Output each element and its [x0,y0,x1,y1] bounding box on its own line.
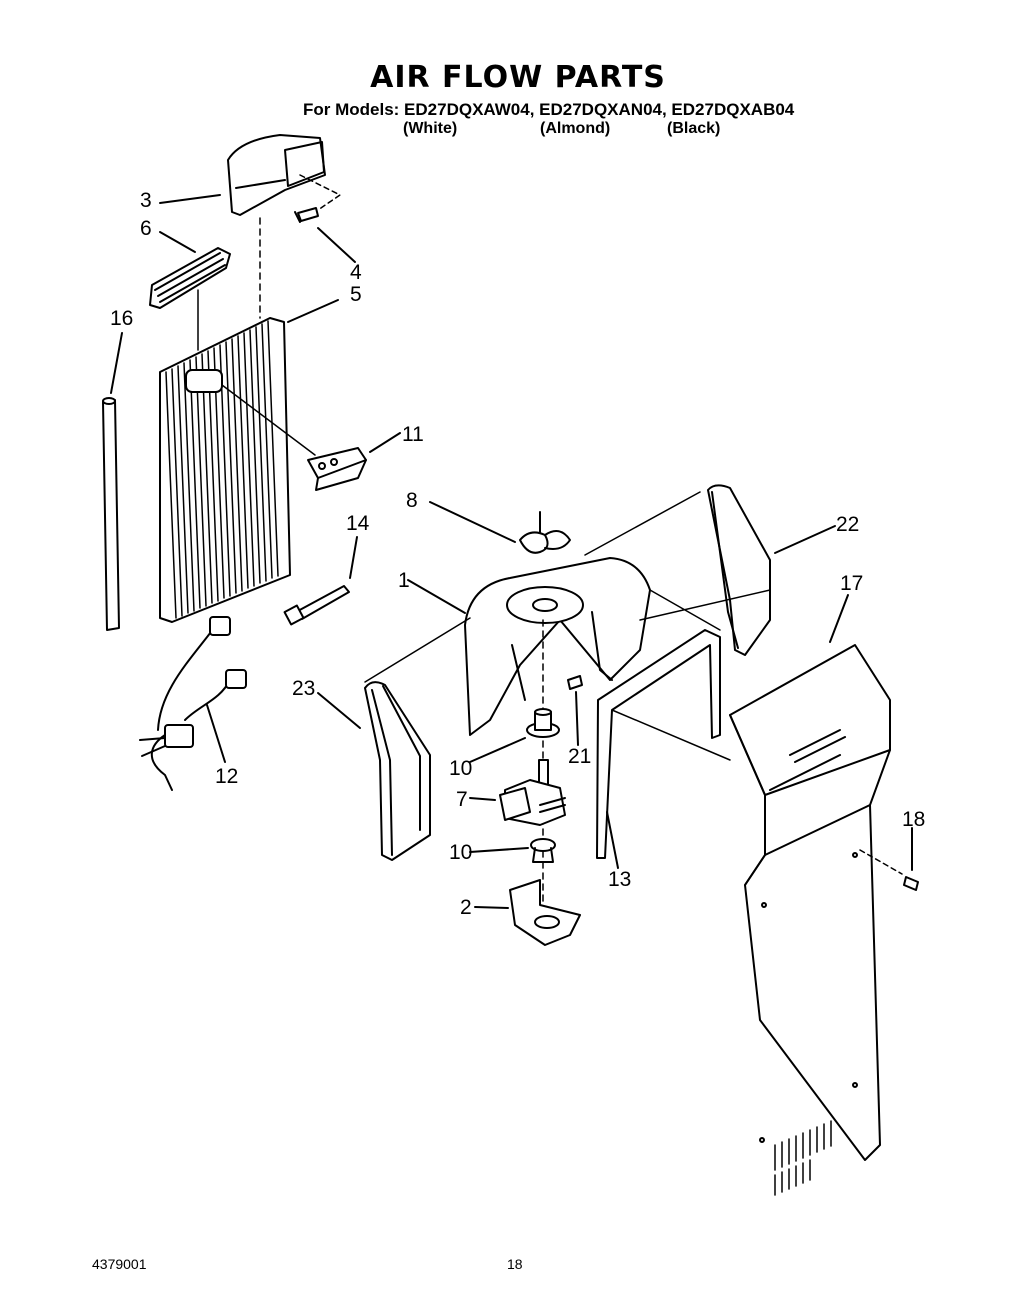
part-8-fan-blade [519,511,571,554]
models-line: For Models: ED27DQXAW04, ED27DQXAN04, ED… [303,100,795,119]
part-10-grommet-upper [526,708,560,738]
callout-10-lower: 10 [449,841,473,864]
leader-7 [469,797,496,801]
part-21-screw [567,675,583,690]
part-18-screw [903,876,919,891]
page-title: AIR FLOW PARTS [370,60,666,95]
callout-1: 1 [398,569,410,592]
part-12-harness [139,616,247,791]
callout-5: 5 [350,283,362,306]
part-4-screw [294,207,319,223]
leader-13 [606,811,619,869]
part-13-u-seal [596,629,721,859]
callout-11: 11 [402,423,424,446]
leader-10-upper [469,737,526,763]
part-10-grommet-lower [530,838,556,863]
doc-number: 4379001 [92,1256,147,1272]
leader-23 [317,692,361,729]
part-23-left-baffle [364,681,431,861]
part-17-rear-panel [729,644,891,1196]
callout-12: 12 [215,765,239,788]
callout-21: 21 [568,745,592,768]
callout-2: 2 [460,896,472,919]
leader-21 [575,691,579,746]
leader-10-lower [469,847,529,853]
leader-11-dash [221,384,316,456]
callout-17: 17 [840,572,864,595]
leader-17 [829,594,849,643]
callout-16: 16 [110,307,134,330]
leader-14 [349,536,358,579]
leader-1-dash [584,491,701,556]
leader-6 [159,231,196,253]
callout-3: 3 [140,189,152,212]
callout-8: 8 [406,489,418,512]
leader-4 [317,227,356,263]
callout-13: 13 [608,868,632,891]
leader-11 [369,432,401,453]
leader-1 [407,579,466,614]
leader-5 [287,299,339,323]
part-7-fan-motor [499,759,566,826]
leader-22 [774,525,836,554]
color-white: (White) [403,120,458,137]
callout-6: 6 [140,217,152,240]
callout-7: 7 [456,788,468,811]
part-2-bracket [509,879,581,946]
callout-4: 4 [350,261,362,284]
color-black: (Black) [667,120,721,137]
part-6-grille [149,247,231,309]
connect-dash-2 [639,589,771,621]
part-11-clip [307,447,367,491]
part-1-fan-shroud [464,557,651,736]
callout-23: 23 [292,677,316,700]
leader-8 [429,501,516,543]
leader-16 [110,332,123,394]
leader-23-dash [364,617,471,683]
callout-14: 14 [346,512,370,535]
leader-18-dash [859,849,903,875]
leader-2 [474,906,509,909]
part-14-heater [283,585,350,626]
leader-3-4-dash [299,174,341,211]
callout-10-upper: 10 [449,757,473,780]
callout-22: 22 [836,513,860,536]
color-almond: (Almond) [540,120,611,137]
leader-3 [159,194,221,204]
callout-18: 18 [902,808,926,831]
page-number: 18 [507,1256,523,1272]
leader-12 [206,704,226,763]
part-5-evaporator-panel [159,317,291,623]
connect-dash-1 [611,709,731,761]
part-3-duct-cover [227,134,326,216]
part-16-tube [102,397,120,631]
part-22-side-baffle [707,484,771,656]
